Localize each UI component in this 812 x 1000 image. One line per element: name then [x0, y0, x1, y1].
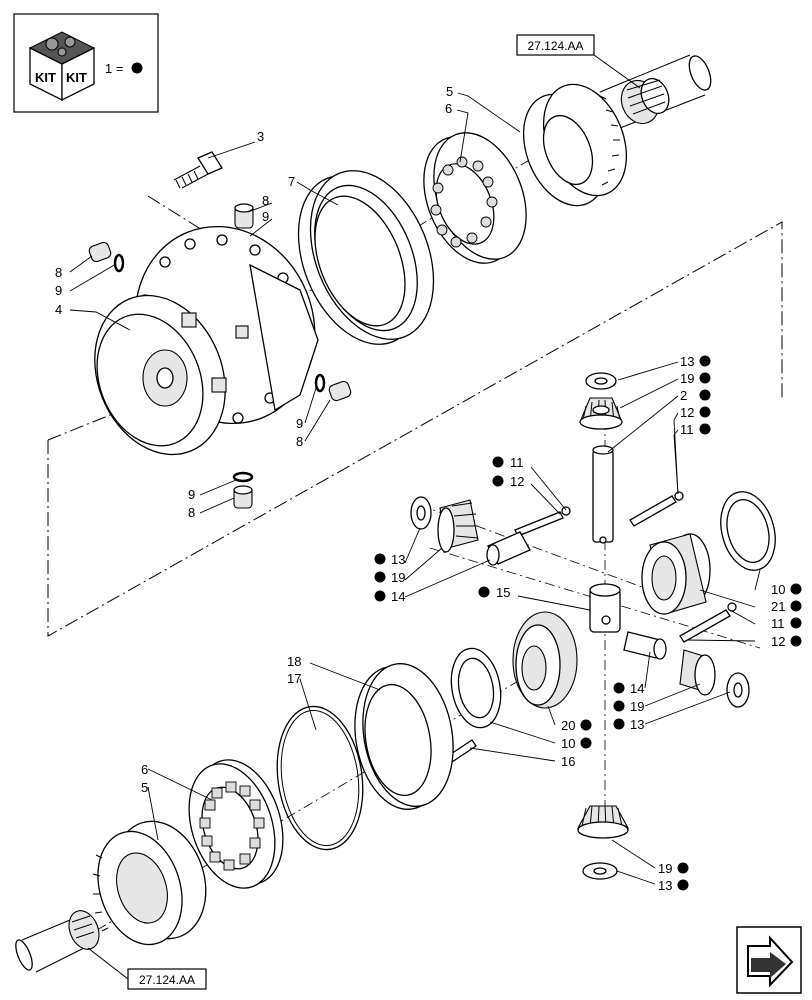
part-15-block [589, 583, 621, 633]
callout-19-right: 19 [630, 699, 644, 714]
kit-text-left: KIT [35, 70, 56, 85]
part-19-gear-left [437, 499, 479, 553]
reference-bottom-label: 27.124.AA [139, 973, 195, 987]
callout-6-bottom: 6 [141, 762, 148, 777]
part-9-oring-b [113, 253, 125, 273]
callout-13-left: 13 [391, 552, 405, 567]
leader-lines [69, 92, 761, 885]
callout-19-bottom: 19 [658, 861, 672, 876]
part-14-pin-left [486, 531, 531, 566]
part-8-pin-a [234, 203, 254, 229]
part-7-ring [297, 170, 435, 345]
reference-top[interactable]: 27.124.AA [516, 34, 595, 56]
kit-legend: KIT KIT 1 = [13, 13, 159, 113]
callout-8-left: 8 [55, 265, 62, 280]
callout-17: 17 [287, 671, 301, 686]
callout-21: 21 [771, 599, 785, 614]
kit-box-icon: KIT KIT [28, 31, 96, 102]
part-4-housing [94, 225, 319, 456]
part-6-top [423, 132, 527, 264]
part-5-top [522, 83, 628, 207]
callout-12-left: 12 [510, 474, 524, 489]
part-11-pin-top [629, 491, 684, 527]
top-shaft [593, 54, 712, 129]
callout-11-top: 11 [680, 422, 694, 437]
part-6-bottom [188, 759, 284, 889]
next-page-arrow-icon[interactable] [736, 926, 802, 994]
callout-10-right: 10 [771, 582, 785, 597]
callout-13-bottom: 13 [658, 878, 672, 893]
callout-13-right: 13 [630, 717, 644, 732]
callout-8-right: 8 [296, 434, 303, 449]
callout-14-right: 14 [630, 681, 644, 696]
part-8-pin-d [233, 485, 253, 509]
callout-9-bottom: 9 [188, 487, 195, 502]
callout-16: 16 [561, 754, 575, 769]
part-8-pin-b [88, 241, 112, 263]
callout-8-top: 8 [262, 193, 269, 208]
part-3-bolt [173, 151, 223, 189]
callout-5-bottom: 5 [141, 780, 148, 795]
callout-4: 4 [55, 302, 62, 317]
callout-13-top: 13 [680, 354, 694, 369]
callout-18: 18 [287, 654, 301, 669]
part-19-gear-top [579, 397, 623, 430]
part-13-washer-top [585, 372, 617, 390]
callout-6-top: 6 [445, 101, 452, 116]
callout-9-right: 9 [296, 416, 303, 431]
part-19-gear-right [679, 649, 716, 696]
callout-20: 20 [561, 718, 575, 733]
reference-top-label: 27.124.AA [527, 39, 583, 53]
callout-14-left: 14 [391, 589, 405, 604]
part-13-washer-right [726, 672, 750, 708]
callout-7: 7 [288, 174, 295, 189]
callout-9-left: 9 [55, 283, 62, 298]
part-5-bottom [92, 820, 207, 946]
part-11-pin-right [679, 602, 737, 643]
part-12-pin-left [514, 506, 571, 537]
callout-8-bottom: 8 [188, 505, 195, 520]
callout-11-left: 11 [510, 455, 524, 470]
part-2-shaft [592, 445, 614, 544]
part-21-side-gear [641, 533, 711, 615]
part-9-oring-d [232, 471, 254, 483]
callout-12-right: 12 [771, 634, 785, 649]
callout-10-left: 10 [561, 736, 575, 751]
callout-3: 3 [257, 129, 264, 144]
callout-11-right: 11 [771, 616, 785, 631]
callout-19-top: 19 [680, 371, 694, 386]
callout-5-top: 5 [446, 84, 453, 99]
reference-bottom[interactable]: 27.124.AA [127, 968, 207, 990]
part-13-washer-bottom [582, 862, 618, 880]
kit-text-right: KIT [66, 70, 87, 85]
part-10-washer-right [720, 491, 776, 571]
kit-markers [374, 355, 802, 891]
callout-19-left: 19 [391, 570, 405, 585]
part-13-washer-left [410, 496, 432, 530]
part-17-snap-ring [276, 705, 364, 851]
part-14-pin-right [623, 631, 667, 660]
part-20-gear [512, 611, 578, 709]
part-9-oring-c [314, 373, 326, 393]
callout-2: 2 [680, 388, 687, 403]
part-18-ring [354, 663, 454, 810]
callout-15: 15 [496, 585, 510, 600]
callout-labels: 3 5 6 7 8 9 8 9 4 9 8 9 8 13 19 2 12 11 … [55, 84, 785, 893]
kit-dot-icon [131, 62, 143, 74]
part-19-gear-bottom [577, 805, 629, 839]
bottom-shaft [15, 910, 129, 980]
part-8-pin-c [328, 380, 352, 402]
part-10-washer-left [450, 647, 502, 729]
callout-9-top: 9 [262, 209, 269, 224]
kit-legend-equals: 1 = [105, 61, 123, 76]
callout-12-top: 12 [680, 405, 694, 420]
